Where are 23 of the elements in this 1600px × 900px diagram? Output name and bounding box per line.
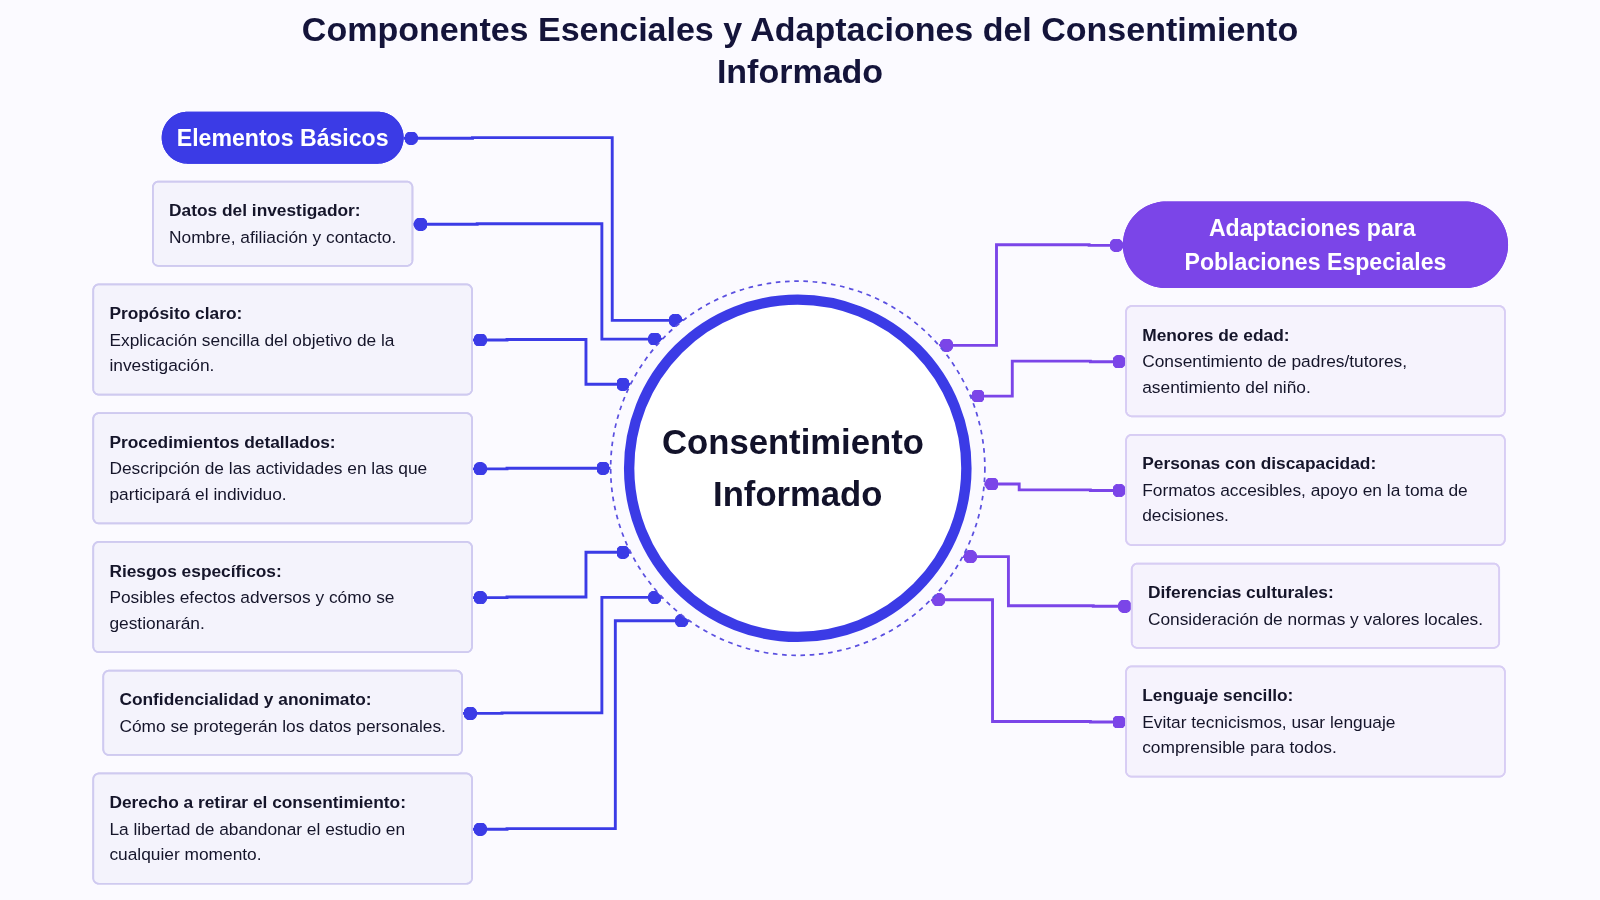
title: Componentes Esenciales y Adaptaciones del Consentimiento Informado <box>300 9 1300 92</box>
info-card: Datos del investigador: Nombre, afiliación y contacto. <box>151 180 413 267</box>
connector-line <box>962 549 1132 613</box>
info-card: Personas con discapacidad: Formatos accesibles, apoyo en la toma de decisiones. <box>1124 433 1506 546</box>
info-card: Procedimientos detallados: Descripción de las actividades en las que participará el individuo. <box>92 411 473 524</box>
connector-line <box>472 613 689 836</box>
section-header-pill: Elementos Básicos <box>161 111 404 164</box>
info-card: Lenguaje sencillo: Evitar tecnicismos, usar lenguaje comprensible para todos. <box>1124 664 1506 777</box>
connector-line <box>403 130 683 327</box>
connector-line <box>938 237 1124 352</box>
connector-line <box>472 460 611 476</box>
info-card: Propósito claro: Explicación sencilla del objetivo de la investigación. <box>92 282 473 395</box>
connector-line <box>472 332 631 391</box>
section-header-pill: Adaptaciones para Poblaciones Especiales <box>1122 200 1508 288</box>
info-card: Menores de edad: Consentimiento de padres/tutores, asentimiento del niño. <box>1124 304 1506 417</box>
info-card: Derecho a retirar el consentimiento: La libertad de abandonar el estudio en cualquier momento. <box>92 772 473 885</box>
connector-line <box>412 216 663 346</box>
connector-line <box>462 589 663 720</box>
info-card: Diferencias culturales: Consideración de normas y valores locales. <box>1130 562 1500 649</box>
central-circle: Consentimiento Informado <box>609 279 986 656</box>
info-card: Riesgos específicos: Posibles efectos adversos y cómo se gestionarán. <box>92 540 473 653</box>
connector-line <box>472 544 631 605</box>
info-card: Confidencialidad y anonimato: Cómo se protegerán los datos personales. <box>102 669 463 756</box>
